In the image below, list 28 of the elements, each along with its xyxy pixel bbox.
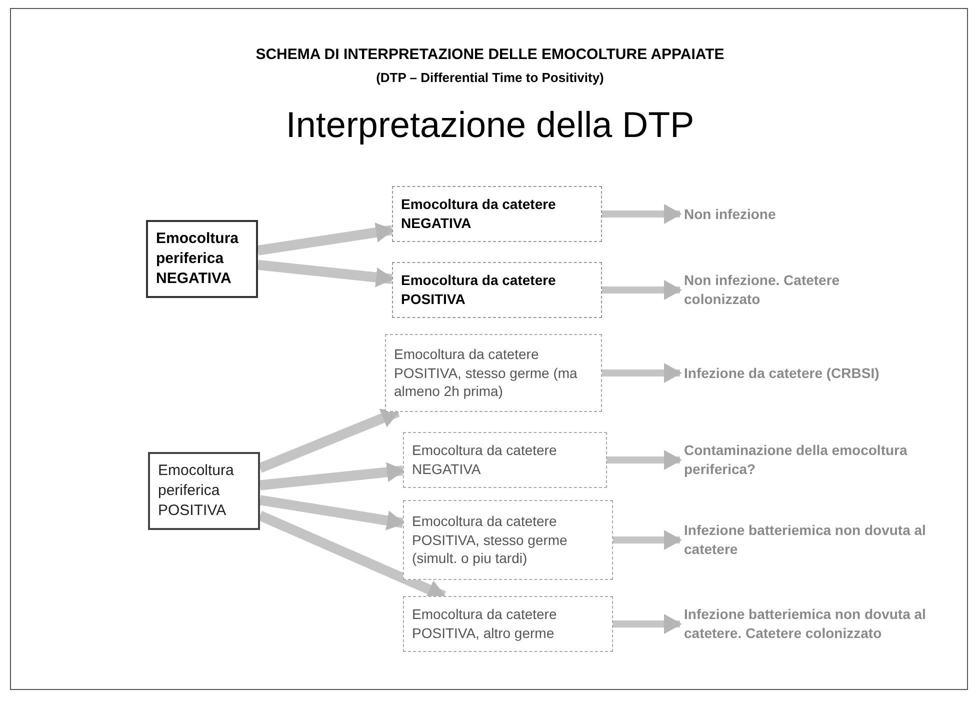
arrow [613, 614, 682, 634]
process-box: Emocoltura da catetere POSITIVA, altro germe [403, 596, 613, 652]
arrow [613, 530, 682, 550]
process-box: Emocoltura periferica NEGATIVA [146, 220, 258, 298]
process-box: Emocoltura da catetere NEGATIVA [392, 186, 602, 242]
arrow [602, 204, 682, 224]
outcome-text: Infezione da catetere (CRBSI) [680, 334, 920, 412]
arrow [259, 495, 405, 530]
outcome-text: Non infezione. Catetere colonizzato [680, 262, 920, 318]
process-box: Emocoltura da catetere POSITIVA, stesso germe (ma almeno 2h prima) [385, 334, 602, 412]
outcome-text: Infezione batteriemica non dovuta al catetere [680, 500, 940, 580]
title: Interpretazione della DTP [284, 103, 696, 147]
arrow [257, 222, 394, 256]
process-box: Emocoltura da catetere NEGATIVA [403, 432, 607, 488]
process-box: Emocoltura da catetere POSITIVA, stesso germe (simult. o piu tardi) [403, 500, 613, 580]
arrow [602, 280, 682, 300]
outcome-text: Contaminazione della emocoltura periferica? [680, 432, 940, 488]
outcome-text: Non infezione [680, 186, 920, 242]
process-box: Emocoltura periferica POSITIVA [148, 452, 260, 530]
arrow [258, 407, 400, 473]
arrow [257, 260, 394, 288]
arrow [602, 363, 682, 383]
outcome-text: Infezione batteriemica non dovuta al catetere. Catetere colonizzato [680, 590, 940, 658]
heading-text: SCHEMA DI INTERPRETAZIONE DELLE EMOCOLTURE APPAIATE [254, 45, 726, 65]
process-box: Emocoltura da catetere POSITIVA [392, 262, 602, 318]
arrow [259, 462, 405, 490]
arrow [607, 450, 682, 470]
subheading-text: (DTP – Differential Time to Positivity) [375, 69, 605, 87]
